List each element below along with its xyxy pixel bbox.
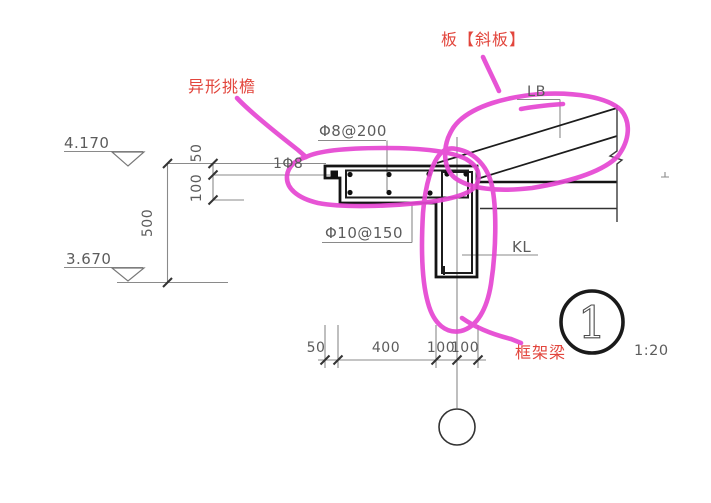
marker-eave-tail (234, 95, 309, 160)
eave-beam-outline (323, 164, 479, 279)
slab-tag-text: LB (527, 84, 546, 100)
dim-bottom-50: 50 (307, 340, 326, 356)
distribution-bar-text: Φ10@150 (325, 224, 403, 242)
frame-beam-label-text: 框架梁 (515, 343, 566, 362)
dim-100-text: 100 (189, 174, 205, 202)
dim-50-text: 50 (189, 144, 205, 163)
distribution-bar-leader (322, 205, 413, 244)
beam-stirrup (441, 171, 473, 274)
elevation-triangle-lower-icon (110, 267, 146, 282)
marker-beam-loop (419, 146, 498, 334)
slab-label-text: 板【斜板】 (441, 30, 526, 49)
elevation-triangle-upper-icon (110, 151, 146, 167)
eave-and-beam-section (323, 164, 617, 279)
beam-tag-text: KL (512, 238, 531, 256)
red-labels: 异形挑檐 板【斜板】 框架梁 (188, 30, 566, 362)
dimension-lines (64, 98, 669, 408)
marker-eave-loop (284, 145, 481, 209)
dim-bottom-400: 400 (372, 340, 400, 356)
cad-texts: 4.170 3.670 500 50 100 1Φ8 Φ8@200 Φ10@15… (64, 84, 669, 359)
marker-annotations (234, 54, 631, 346)
slab-bottom-diagonal (476, 135, 618, 180)
dim-500-text: 500 (140, 209, 156, 237)
marker-beam-tail (459, 315, 524, 346)
detail-number-circle (559, 289, 625, 355)
dim-bottom-100b: 100 (451, 340, 479, 356)
detail-scale-text: 1:20 (634, 343, 669, 359)
marker-slab-dash (518, 101, 566, 112)
eave-label-text: 异形挑檐 (188, 77, 256, 96)
tip-bar-square (330, 170, 338, 178)
axis-bubble (438, 408, 476, 446)
elevation-lower-text: 3.670 (66, 250, 111, 268)
marker-slab-tail (480, 54, 502, 94)
top-bar-text: Φ8@200 (319, 122, 387, 140)
margin-mark (661, 172, 669, 178)
dimension-ticks (162, 158, 484, 366)
dim-bottom-100a: 100 (427, 340, 455, 356)
elevation-upper-text: 4.170 (64, 134, 109, 152)
elevation-markers (110, 151, 146, 282)
sloped-slab (436, 105, 624, 222)
detail-number-text: 1 (578, 298, 606, 349)
tip-bar-text: 1Φ8 (273, 156, 303, 172)
eave-stirrup (345, 169, 469, 199)
